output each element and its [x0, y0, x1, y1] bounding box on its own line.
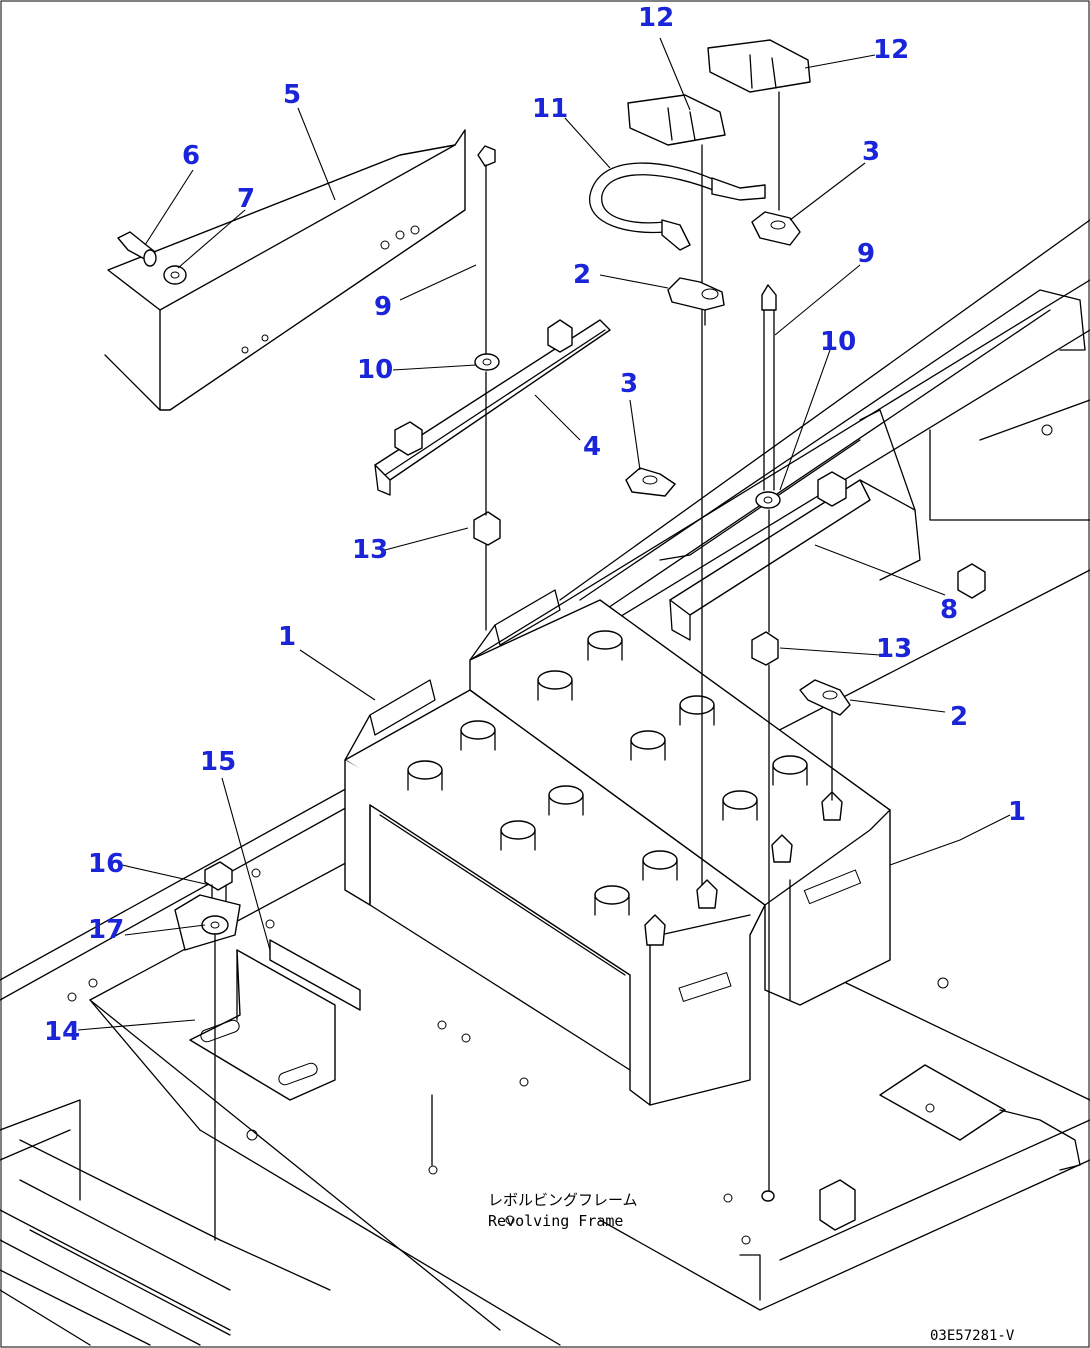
callout-7: 7: [237, 184, 255, 214]
callout-8: 8: [940, 595, 958, 625]
callout-9a: 9: [374, 292, 392, 322]
callout-3a: 3: [862, 137, 880, 167]
callout-1b: 1: [1008, 797, 1026, 827]
drawing-code: 03E57281-V: [930, 1328, 1015, 1344]
callout-4: 4: [583, 432, 601, 462]
terminal-part-2: [667, 277, 851, 801]
rod-part-9: [477, 145, 777, 1201]
terminal-part-3: [625, 211, 801, 497]
callout-5: 5: [283, 80, 301, 110]
leader-lines: [77, 37, 1011, 1031]
callout-13a: 13: [352, 535, 388, 565]
pad-part-15: [269, 939, 361, 1011]
callout-1a: 1: [278, 622, 296, 652]
callout-10b: 10: [820, 327, 856, 357]
callout-6: 6: [182, 141, 200, 171]
battery-front: [344, 679, 766, 1106]
cover-part-5: [104, 129, 466, 411]
cap-part-12: [627, 39, 811, 886]
callout-13b: 13: [876, 634, 912, 664]
callout-12a: 12: [638, 3, 674, 33]
bolt-part-16: [204, 861, 233, 906]
callout-3b: 3: [620, 369, 638, 399]
callout-2a: 2: [573, 260, 591, 290]
frame-label-japanese: レボルビングフレーム: [488, 1191, 638, 1209]
bolt-part-6: [117, 231, 157, 267]
callout-12b: 12: [873, 35, 909, 65]
callout-labels: 1 1 2 2 3 3 4 5 6 7 8 9 9 10 10 11 12 12…: [44, 3, 1026, 1047]
washer-part-7: [163, 265, 187, 285]
plate-part-14: [89, 949, 336, 1131]
frame-label-english: Revolving Frame: [488, 1212, 623, 1230]
nut-part-13: [473, 511, 986, 666]
callout-15: 15: [200, 747, 236, 777]
washer-part-10: [474, 353, 781, 1202]
bracket-part-4: [374, 319, 611, 496]
callout-9b: 9: [857, 239, 875, 269]
revolving-frame: [0, 219, 1090, 1346]
bracket-part-8: [659, 409, 921, 641]
callout-17: 17: [88, 915, 124, 945]
callout-11: 11: [532, 94, 568, 124]
callout-10a: 10: [357, 355, 393, 385]
washer-part-17: [174, 894, 241, 1241]
callout-14: 14: [44, 1017, 80, 1047]
cable-part-11: [589, 162, 766, 251]
callout-2b: 2: [950, 702, 968, 732]
callout-16: 16: [88, 849, 124, 879]
battery-rear: [469, 589, 891, 1006]
